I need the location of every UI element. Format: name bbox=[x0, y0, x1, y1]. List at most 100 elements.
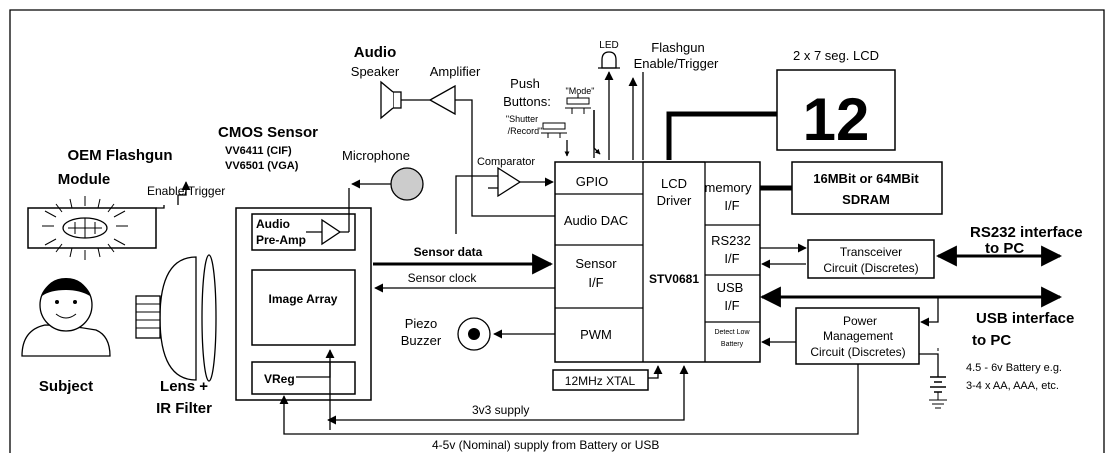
piezo-buzzer: Piezo Buzzer bbox=[401, 316, 555, 351]
mode-button-icon bbox=[566, 97, 590, 105]
power-management-box bbox=[795, 307, 920, 365]
stv0681-box bbox=[554, 161, 761, 363]
vv6411-label: VV6411 (CIF) bbox=[225, 145, 292, 157]
sensor-links: Sensor data Sensor clock bbox=[373, 245, 555, 293]
memory-if-sub: I/F bbox=[724, 198, 739, 213]
battery-low-label: Battery bbox=[721, 341, 744, 348]
audio-preamp-label: Audio bbox=[256, 217, 290, 231]
usb-if-sub: I/F bbox=[724, 298, 739, 313]
sdram-size-label: 16MBit or 64MBit bbox=[813, 171, 919, 186]
transceiver-circuit-label: Circuit (Discretes) bbox=[823, 261, 918, 275]
audio-dac-to-amplifier-line bbox=[455, 99, 555, 217]
usb-link: USB interface to PC bbox=[759, 286, 1074, 349]
vreg-box bbox=[251, 361, 356, 395]
flashgun-trigger-arrow bbox=[177, 181, 191, 205]
preamp-label: Pre-Amp bbox=[256, 233, 306, 247]
xtal: 12MHz XTAL bbox=[552, 365, 663, 391]
usb-if-label: USB bbox=[717, 280, 744, 295]
battery-icon bbox=[930, 376, 946, 393]
led-label: LED bbox=[599, 40, 618, 51]
cmos-sensor: CMOS Sensor VV6411 (CIF) VV6501 (VGA) Au… bbox=[218, 124, 372, 401]
sdram-label: SDRAM bbox=[842, 192, 890, 207]
rs232-if-sub: I/F bbox=[724, 251, 739, 266]
speaker-label: Speaker bbox=[351, 64, 400, 79]
transceiver-box bbox=[807, 239, 935, 279]
buttons-label: Buttons: bbox=[503, 94, 551, 109]
microphone-label: Microphone bbox=[342, 148, 410, 163]
sdram-box bbox=[791, 161, 943, 215]
gpio-label: GPIO bbox=[576, 174, 609, 189]
memory-if-label: memory bbox=[705, 180, 752, 195]
image-array-label: Image Array bbox=[269, 292, 338, 306]
oem-flashgun-module: OEM Flashgun Module Enable/Trigger bbox=[27, 147, 225, 260]
audio-label: Audio bbox=[354, 44, 397, 61]
led: LED bbox=[598, 40, 620, 160]
lens-body bbox=[159, 256, 197, 381]
subject: Subject bbox=[21, 278, 111, 395]
mode-label: "Mode" bbox=[566, 86, 595, 96]
lens-barrel bbox=[135, 295, 161, 339]
lcd-display-label: 2 x 7 seg. LCD bbox=[793, 48, 879, 63]
subject-label: Subject bbox=[39, 378, 93, 395]
led-icon bbox=[601, 51, 617, 69]
push-buttons: Push Buttons: "Shutter /Record" "Mode" bbox=[503, 76, 601, 158]
supply-3v3-line bbox=[330, 365, 689, 421]
cmos-sensor-title: CMOS Sensor bbox=[218, 124, 318, 141]
usb-to-pc-label: to PC bbox=[972, 332, 1011, 349]
sensor-if-sub: I/F bbox=[588, 275, 603, 290]
power-label: Power bbox=[843, 314, 877, 328]
preamp-to-comparator-line bbox=[455, 175, 488, 234]
piezo-label: Piezo bbox=[405, 316, 438, 331]
flashgun-trigger-label: Enable/Trigger bbox=[634, 56, 719, 71]
microphone-icon bbox=[390, 167, 424, 201]
image-array-box bbox=[251, 269, 356, 346]
xtal-arrow bbox=[648, 365, 663, 379]
lcd-display: 2 x 7 seg. LCD 12 bbox=[666, 48, 896, 160]
lcd-driver-bus bbox=[666, 111, 777, 160]
amplifier-label: Amplifier bbox=[430, 64, 481, 79]
flashgun-label: Flashgun bbox=[651, 40, 704, 55]
supply-45v-label: 4-5v (Nominal) supply from Battery or US… bbox=[432, 438, 659, 452]
battery: 4.5 - 6v Battery e.g. 3-4 x AA, AAA, etc… bbox=[929, 348, 1062, 409]
audio-dac-label: Audio DAC bbox=[564, 213, 628, 228]
vreg-label: VReg bbox=[264, 372, 295, 386]
push-label: Push bbox=[510, 76, 540, 91]
comparator-triangle-icon bbox=[497, 166, 522, 198]
driver-label: Driver bbox=[657, 193, 692, 208]
flash-rays bbox=[42, 196, 128, 260]
supply-3v3-label: 3v3 supply bbox=[472, 403, 529, 417]
pwm-label: PWM bbox=[580, 327, 612, 342]
amplifier-triangle-icon bbox=[428, 84, 456, 116]
rs232-pc-label: RS232 interface bbox=[970, 224, 1083, 241]
battery-types-label: 3-4 x AA, AAA, etc. bbox=[966, 380, 1059, 392]
usb-pc-label: USB interface bbox=[976, 310, 1074, 327]
audio-output: Audio Speaker Amplifier bbox=[351, 44, 555, 217]
speaker-icon bbox=[392, 91, 402, 109]
lcd-digits: 12 bbox=[803, 86, 870, 153]
stv0681-chip: GPIO Audio DAC LCD Driver memory I/F RS2… bbox=[554, 161, 761, 363]
xtal-label: 12MHz XTAL bbox=[565, 374, 636, 388]
transceiver-label: Transceiver bbox=[840, 245, 902, 259]
subject-hair bbox=[42, 278, 90, 296]
lcd-display-box bbox=[776, 69, 896, 151]
battery-label: 4.5 - 6v Battery e.g. bbox=[966, 362, 1062, 374]
transceiver: Transceiver Circuit (Discretes) RS232 in… bbox=[760, 224, 1083, 279]
shutter-button-icon bbox=[542, 122, 566, 130]
rs232-to-pc-label: to PC bbox=[985, 240, 1024, 257]
sensor-data-label: Sensor data bbox=[414, 245, 483, 259]
power-circuit-label: Circuit (Discretes) bbox=[810, 345, 905, 359]
vv6501-label: VV6501 (VGA) bbox=[225, 160, 299, 172]
ir-filter-label: IR Filter bbox=[156, 400, 212, 417]
ir-filter bbox=[201, 254, 217, 382]
lens-ir-filter: Lens + IR Filter bbox=[135, 254, 217, 417]
lens-label: Lens + bbox=[160, 378, 208, 395]
microphone-comparator: Microphone Comparator bbox=[342, 148, 554, 234]
shutter-label: "Shutter bbox=[506, 114, 538, 124]
power-management: Power Management Circuit (Discretes) bbox=[761, 297, 939, 365]
supply-lines: 3v3 supply 4-5v (Nominal) supply from Ba… bbox=[279, 362, 859, 452]
sensor-if-label: Sensor bbox=[575, 256, 617, 271]
detect-low-label: Detect Low bbox=[714, 329, 750, 336]
lcd-driver-label: LCD bbox=[661, 176, 687, 191]
sensor-clock-label: Sensor clock bbox=[408, 271, 478, 285]
